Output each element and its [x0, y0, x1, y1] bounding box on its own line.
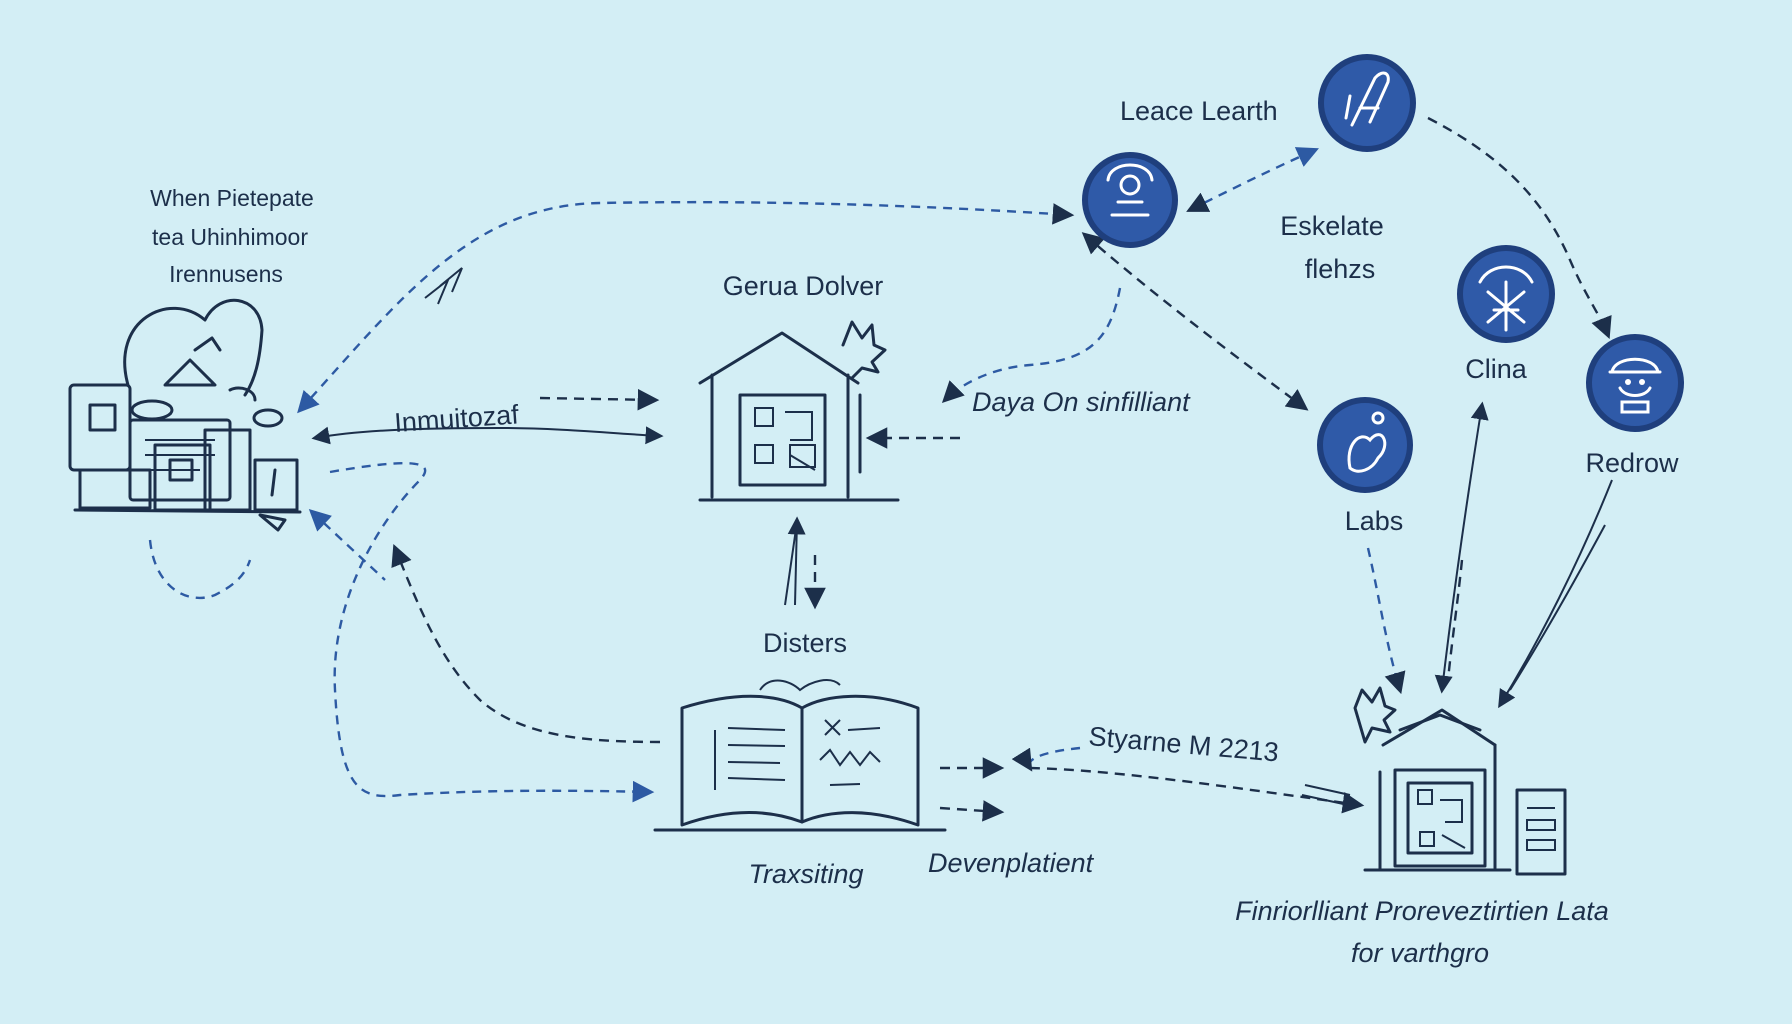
- edge-redrow-house: [1498, 479, 1613, 709]
- edge-label-daya: Daya On sinfilliant: [972, 387, 1191, 417]
- edge-cluster-lower: [308, 509, 386, 581]
- open-book-icon: [653, 679, 947, 832]
- edge-labs-to-house: [1366, 547, 1406, 695]
- book-caption: Traxsiting: [748, 859, 863, 889]
- edge-label-inmuitozaf: Inmuitozaf: [393, 399, 520, 438]
- gear-person-icon: [1082, 152, 1178, 248]
- connectors: [148, 116, 1613, 822]
- edge-house-book-up: [787, 516, 806, 606]
- eskelate-label-1: Eskelate: [1280, 211, 1384, 241]
- redrow-label: Redrow: [1585, 448, 1679, 478]
- edge-styarne-double: [1301, 784, 1351, 806]
- edge-leace-to-redrow: [1427, 116, 1612, 340]
- left-cluster-label-2: tea Uhinhimoor: [152, 224, 308, 250]
- rocket-icon: [1318, 54, 1416, 152]
- right-house-qr-icon: [1353, 686, 1567, 876]
- edge-cluster-loop: [148, 539, 252, 600]
- house-qr-icon: [698, 320, 900, 502]
- robot-icon: [1586, 334, 1684, 432]
- edge-small-to-leace: [1186, 147, 1319, 212]
- edge-small-to-labs: [1081, 232, 1309, 411]
- edge-book-right-2: [939, 800, 1005, 822]
- eskelate-label-2: flehzs: [1305, 254, 1376, 284]
- edge-inmuitozaf-top: [539, 388, 660, 411]
- book-label: Disters: [763, 628, 847, 658]
- edge-clina-house-1: [1434, 401, 1489, 694]
- left-cluster-label-3: Irennusens: [169, 261, 283, 287]
- left-cluster-label-1: When Pietepate: [150, 185, 314, 211]
- edge-book-to-righthouse: [1029, 766, 1365, 814]
- flask-icon: [1317, 397, 1413, 493]
- edge-left-to-circle: [297, 200, 1075, 414]
- edge-label-styarne: Styarne M 2213: [1087, 721, 1279, 767]
- center-house-label: Gerua Dolver: [723, 271, 884, 301]
- document-pile-icon: [68, 298, 302, 532]
- edge-clina-house-2: [1446, 559, 1464, 681]
- edge-styarne: [1011, 746, 1081, 772]
- clina-label: Clina: [1465, 354, 1528, 384]
- edge-cluster-return: [329, 462, 655, 803]
- edge-redrow-house-2: [1509, 524, 1606, 691]
- labs-label: Labs: [1345, 506, 1404, 536]
- edge-circle-to-daya: [941, 287, 1122, 404]
- edge-book-to-cluster: [391, 543, 661, 744]
- star-person-icon: [1457, 245, 1555, 343]
- right-house-caption-1: Finriorlliant Proreveztirtien Lata: [1235, 896, 1609, 926]
- right-house-caption-2: for varthgro: [1351, 938, 1489, 968]
- edge-cluster-to-house: [311, 426, 664, 445]
- edge-double-chevron: [424, 267, 463, 305]
- edge-label-devenplatient: Devenplatient: [928, 848, 1095, 878]
- leace-learth-label: Leace Learth: [1120, 96, 1278, 126]
- edge-house-book-up2: [784, 521, 798, 606]
